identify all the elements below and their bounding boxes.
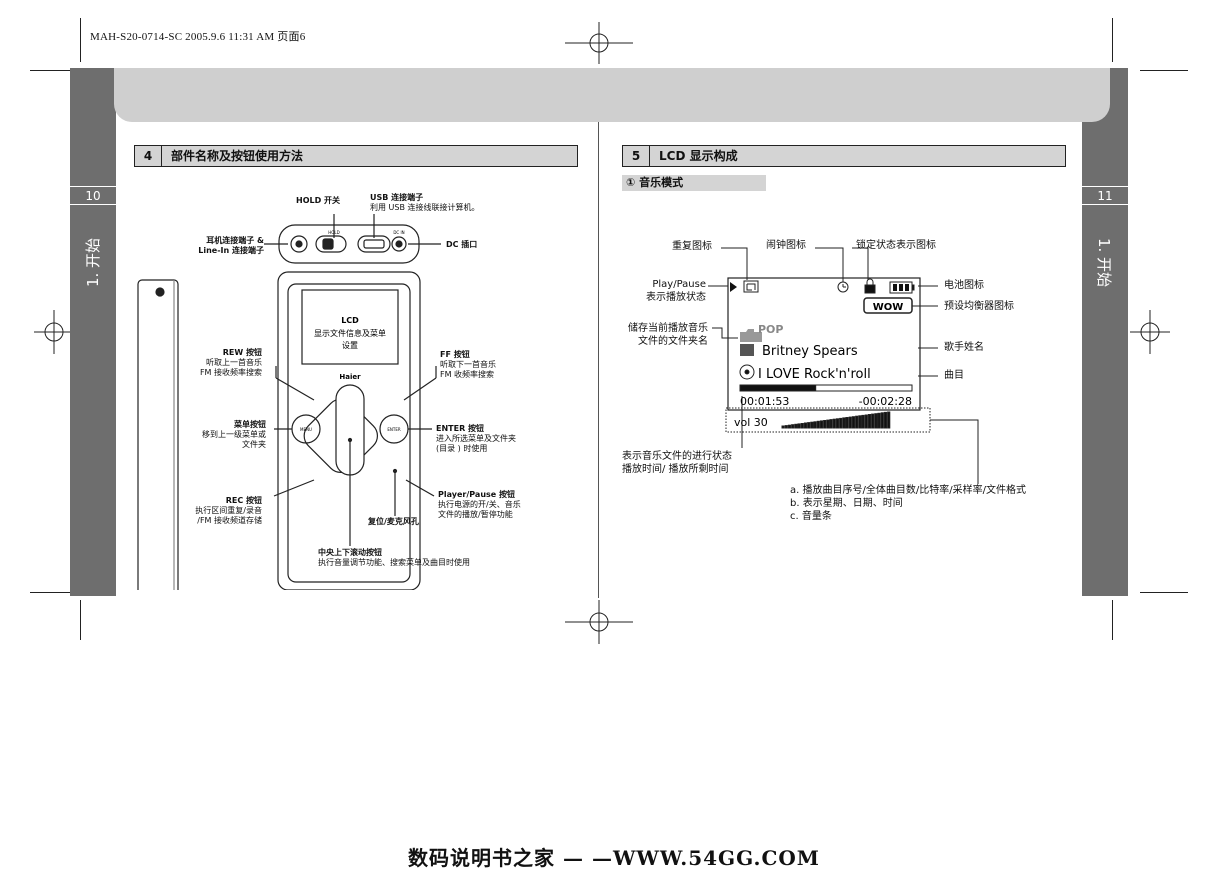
volume-bar: [842, 417, 846, 429]
volume-bar: [845, 417, 849, 429]
rec-button-label: REC 按钮执行区间重复/录音/FM 接收频道存储: [195, 496, 262, 525]
battery-icon-label: 电池图标: [944, 280, 984, 291]
volume-bar: [871, 413, 875, 429]
volume-bar: [883, 411, 888, 429]
info-list: a. 播放曲目序号/全体曲目数/比特率/采样率/文件格式 b. 表示星期、日期、…: [790, 484, 1026, 523]
volume-bar: [880, 412, 884, 429]
lcd-elapsed-time: 00:01:53: [740, 395, 789, 408]
artist-label: 歌手姓名: [944, 342, 984, 353]
volume-bar: [791, 424, 795, 429]
print-header: MAH-S20-0714-SC 2005.9.6 11:31 AM 页面6: [90, 31, 306, 43]
section-number: 5: [623, 146, 650, 166]
info-item-c: c. 音量条: [790, 511, 832, 522]
player-diagram: LCD 显示文件信息及菜单 设置 Haier MENU ENTER HOLD D…: [137, 214, 441, 590]
section-heading-right: 5 LCD 显示构成: [622, 145, 1066, 167]
progress-status-label: 表示音乐文件的进行状态播放时间/ 播放所剩时间: [622, 451, 732, 475]
volume-bar: [874, 413, 878, 429]
volume-bar: [826, 419, 830, 429]
enter-button-text: ENTER: [387, 427, 400, 432]
right-content-area: [600, 126, 1082, 596]
info-item-a: a. 播放曲目序号/全体曲目数/比特率/采样率/文件格式: [790, 485, 1026, 496]
lcd-diagram: WOW POP Britney Spears I LOVE Rock'n'rol…: [708, 247, 979, 484]
alarm-icon-label: 闹钟图标: [766, 240, 806, 251]
menu-button-label: 菜单按钮移到上一级菜单或文件夹: [202, 420, 266, 449]
sidebar-title-left: 1. 开始: [84, 237, 103, 288]
lcd-folder-name: POP: [758, 323, 783, 336]
section-title: 部件名称及按钮使用方法: [171, 149, 304, 163]
volume-bar: [851, 416, 856, 429]
dcin-port-text: DC IN: [393, 230, 404, 235]
info-item-b: b. 表示星期、日期、时间: [790, 498, 903, 509]
lcd-title: LCD: [341, 316, 359, 325]
brand-logo: Haier: [339, 373, 361, 381]
volume-bar: [816, 420, 820, 429]
scroll-button-label: 中央上下滚动按钮执行音量调节功能、搜索菜单及曲目时使用: [318, 548, 470, 567]
lcd-remaining-time: -00:02:28: [859, 395, 912, 408]
lcd-volume-text: vol 30: [734, 416, 768, 429]
page-number-left: 10: [85, 189, 101, 203]
volume-bar: [858, 415, 862, 429]
volume-bar: [887, 411, 891, 429]
volume-bar: [855, 415, 859, 429]
subsection-heading: ① 音乐模式: [622, 175, 766, 191]
volume-bar: [813, 421, 817, 429]
lcd-volume-bars: [781, 411, 891, 429]
right-sidebar: [1082, 68, 1128, 596]
footer-watermark: 数码说明书之家 — —WWW.54GG.COM: [408, 846, 820, 870]
volume-bar: [861, 414, 865, 429]
lcd-song-name: I LOVE Rock'n'roll: [758, 367, 871, 382]
song-label: 曲目: [944, 370, 964, 381]
volume-bar: [800, 423, 804, 429]
menu-button-text: MENU: [300, 427, 312, 432]
reset-mic-label: 复位/麦克风孔: [368, 517, 419, 526]
lcd-artist-name: Britney Spears: [762, 344, 858, 359]
volume-bar: [781, 425, 785, 429]
volume-bar: [877, 412, 881, 429]
volume-bar: [797, 423, 801, 429]
volume-bar: [807, 422, 811, 429]
page-number-right: 11: [1097, 189, 1113, 203]
usb-port-label: USB 连接端子利用 USB 连接线联接计算机。: [370, 193, 480, 212]
volume-bar: [787, 424, 792, 429]
volume-bar: [829, 419, 833, 429]
section-title: LCD 显示构成: [659, 149, 738, 163]
volume-bar: [832, 418, 836, 429]
hold-port-text: HOLD: [328, 230, 339, 235]
sidebar-title-right: 1. 开始: [1095, 237, 1114, 288]
volume-bar: [839, 417, 843, 429]
volume-bar: [794, 423, 798, 429]
left-sidebar: [70, 68, 116, 596]
volume-bar: [784, 425, 788, 429]
lcd-eq-badge: WOW: [873, 302, 904, 313]
dc-jack-label: DC 插口: [446, 240, 478, 249]
top-band: [114, 68, 1110, 122]
volume-bar: [848, 416, 852, 429]
volume-bar: [803, 422, 808, 429]
volume-bar: [835, 418, 840, 429]
volume-bar: [810, 421, 814, 429]
section-heading-left: 4 部件名称及按钮使用方法: [134, 145, 578, 167]
volume-bar: [823, 420, 827, 429]
volume-bar: [819, 420, 824, 429]
folder-name-label: 储存当前播放音乐文件的文件夹名: [628, 323, 708, 347]
repeat-icon-label: 重复图标: [672, 241, 712, 252]
lcd-desc-line2: 显示文件信息及菜单: [314, 328, 386, 338]
lock-icon-label: 锁定状态表示图标: [856, 240, 936, 251]
volume-bar: [867, 414, 872, 429]
lcd-desc-line3: 设置: [342, 340, 358, 350]
eq-icon-label: 预设均衡器图标: [944, 301, 1014, 312]
earphone-port-label: 耳机连接端子 &Line-In 连接端子: [198, 236, 264, 255]
lcd-progress-fill: [739, 384, 817, 392]
enter-button-label: ENTER 按钮进入所选菜单及文件夹(目录 ) 时使用: [436, 424, 516, 453]
volume-bar: [864, 414, 868, 429]
section-number: 4: [135, 146, 162, 166]
hold-switch-label: HOLD 开关: [296, 196, 341, 205]
player-pause-button-label: Player/Pause 按钮执行电源的开/关、音乐文件的播放/暂停功能: [438, 490, 521, 519]
